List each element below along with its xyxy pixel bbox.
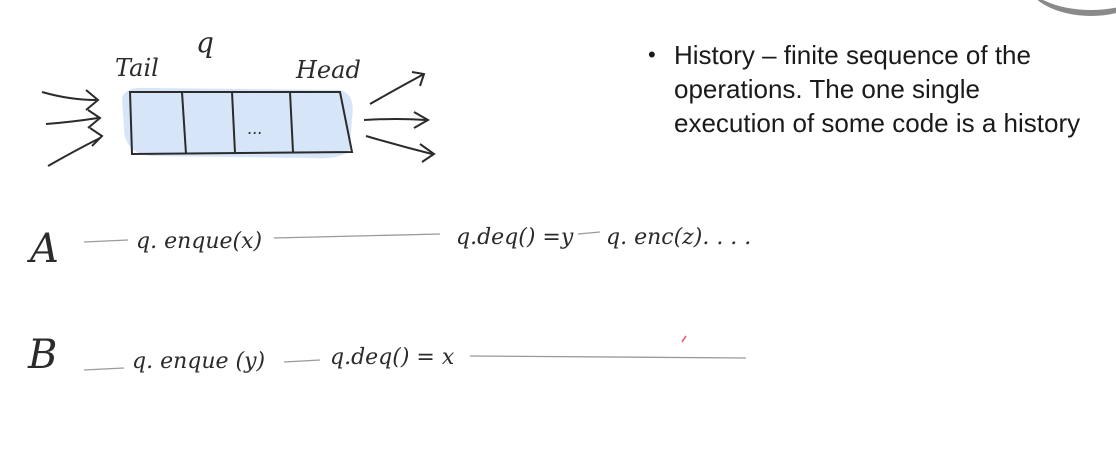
thread-a-op-2: q.deq() =y <box>456 225 574 250</box>
incoming-arrow-icon <box>87 109 102 129</box>
red-tick-mark <box>681 335 687 343</box>
incoming-arrow-icon <box>45 117 99 125</box>
incoming-arrow-icon <box>47 137 101 167</box>
thread-a-label: A <box>26 226 59 272</box>
thread-a-op-1: q. enque(x) <box>136 229 262 254</box>
timeline-segment <box>283 359 321 363</box>
bullet-list: • History – finite sequence of the opera… <box>648 38 1098 140</box>
bullet-text: History – finite sequence of the operati… <box>674 40 1081 138</box>
queue-name: q <box>196 26 214 59</box>
queue-divider-3 <box>289 91 294 153</box>
bullet-dot-icon: • <box>648 42 656 67</box>
outgoing-arrow-icon <box>369 73 425 105</box>
tail-label: Tail <box>115 54 159 82</box>
outgoing-arrow-icon <box>365 135 433 155</box>
queue-outline <box>128 91 354 156</box>
bullet-item: • History – finite sequence of the opera… <box>648 38 1098 140</box>
outgoing-arrow-icon <box>413 111 431 129</box>
outgoing-arrow-icon <box>363 118 427 121</box>
head-label: Head <box>295 56 361 84</box>
timeline-segment <box>273 233 441 239</box>
timeline-segment <box>469 355 747 359</box>
thread-b-op-2: q.deq() = x <box>330 345 455 370</box>
incoming-arrow-icon <box>85 89 100 111</box>
incoming-arrow-icon <box>41 91 97 101</box>
timeline-segment <box>83 367 125 371</box>
timeline-segment <box>83 239 129 243</box>
queue-fill <box>122 87 353 159</box>
queue-divider-1 <box>181 91 187 155</box>
thread-b-op-1: q. enque (y) <box>132 349 265 374</box>
outgoing-arrow-icon <box>411 71 426 87</box>
timeline-segment <box>577 231 601 235</box>
queue-diagram: ... Tail Head q <box>41 26 436 167</box>
thread-a-timeline: A q. enque(x) q.deq() =y q. enc(z). . . … <box>26 225 751 272</box>
outgoing-arrow-icon <box>419 143 436 163</box>
queue-middle-cell: ... <box>247 119 262 138</box>
thread-b-timeline: B q. enque (y) q.deq() = x <box>27 332 747 378</box>
queue-divider-2 <box>231 91 236 154</box>
incoming-arrow-icon <box>89 127 104 147</box>
thread-b-label: B <box>27 332 57 378</box>
thread-a-op-3: q. enc(z). . . . <box>606 225 751 250</box>
